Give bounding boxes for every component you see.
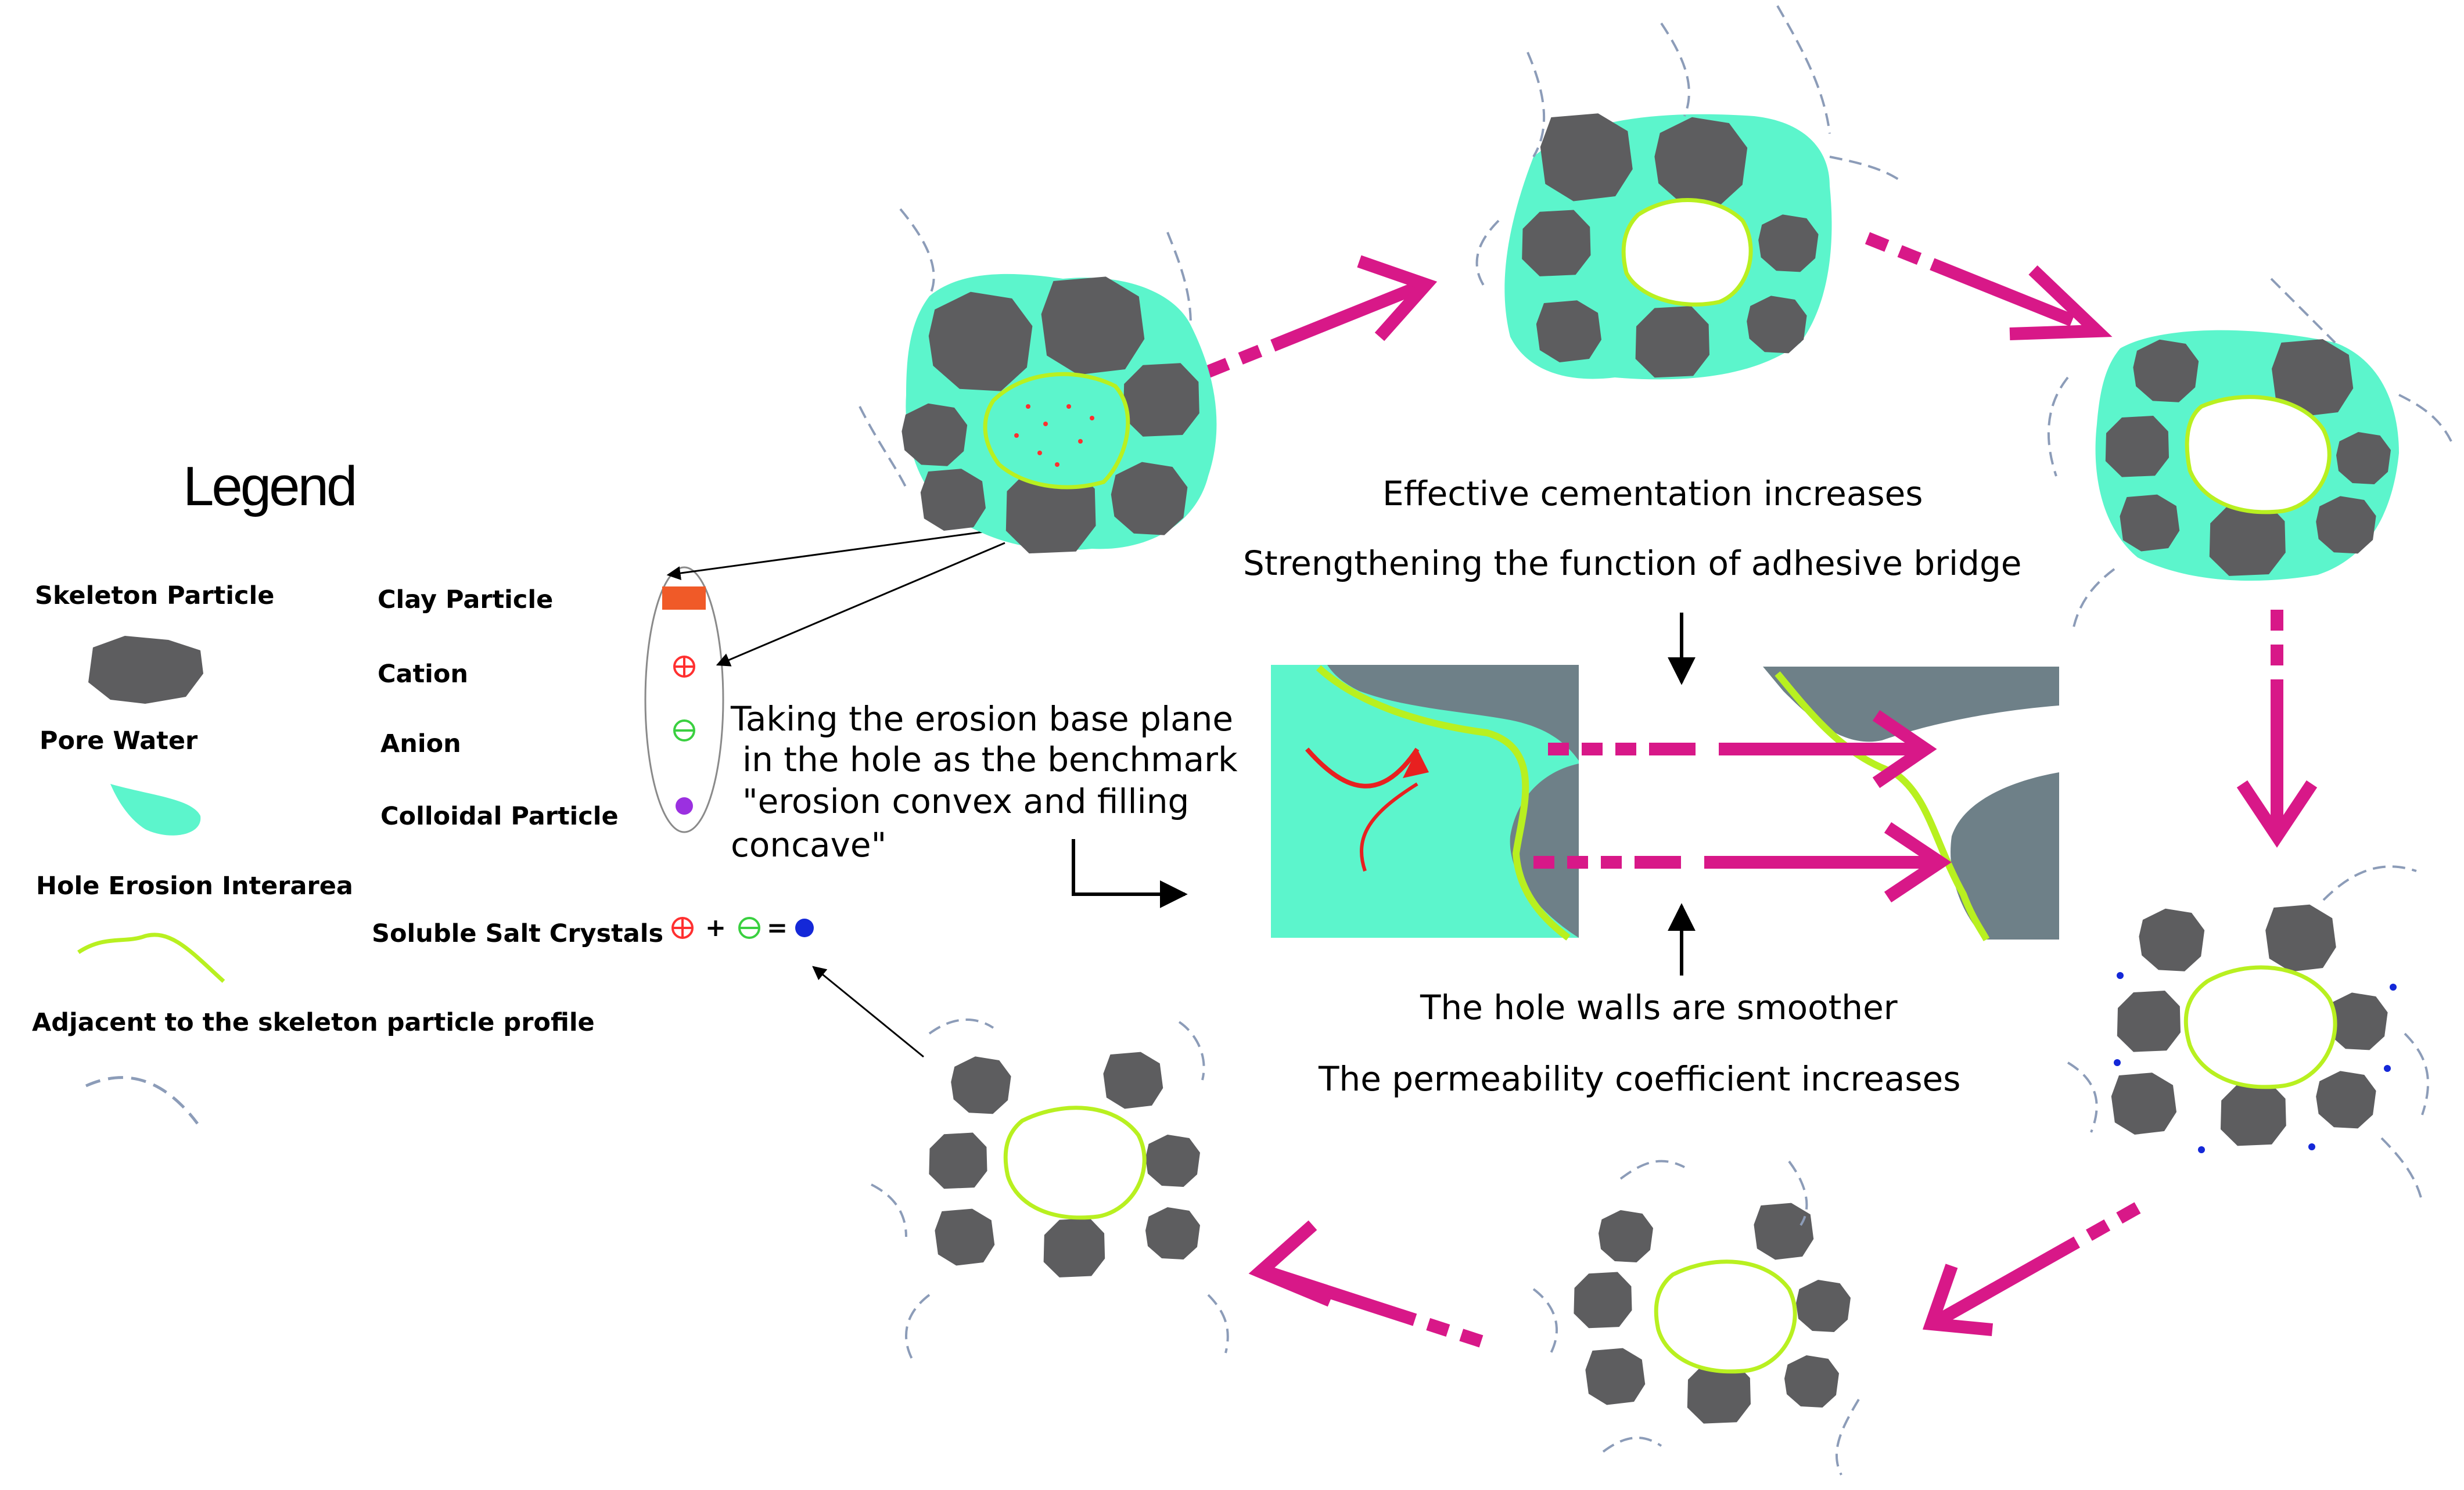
caption-permeability: The permeability coefficient increases <box>1318 1059 1960 1099</box>
profile-swatch <box>85 1076 199 1125</box>
caption-effective-cementation: Effective cementation increases <box>1382 474 1923 513</box>
legend-skeleton-label: Skeleton Particle <box>35 581 274 610</box>
erosion-direction-arrow <box>1305 747 1420 789</box>
cluster-stage-6 <box>929 1052 1200 1277</box>
cycle-arrow-2 <box>1865 232 2094 334</box>
skeleton-particle-swatch <box>88 636 203 704</box>
caption-adhesive-bridge: Strengthening the function of adhesive b… <box>1243 544 2021 583</box>
hole-stage-3 <box>2185 395 2332 514</box>
cluster-stage-3 <box>2095 330 2399 581</box>
pointer-line-cation <box>716 542 1005 667</box>
detail-panel-right <box>1763 667 2059 941</box>
caption-left-line4: concave" <box>731 825 886 865</box>
erosion-interarea-swatch <box>77 933 225 983</box>
legend-profile-label: Adjacent to the skeleton particle profil… <box>32 1008 595 1037</box>
legend-colloid-label: Colloidal Particle <box>380 802 619 831</box>
anion-symbol <box>673 719 695 742</box>
detail-panel-left <box>1271 665 1579 941</box>
legend: Legend Skeleton Particle Pore Water Hole… <box>32 455 1005 1125</box>
legend-cation-label: Cation <box>378 660 468 689</box>
caption-left-line1: Taking the erosion base plane <box>730 699 1233 739</box>
pointer-line-clay <box>666 530 988 580</box>
erosion-area-stage-1 <box>983 372 1130 490</box>
caption-left-line3: "erosion convex and filling <box>742 782 1189 821</box>
benchmark-elbow-arrow <box>1072 839 1188 908</box>
salt-equals-sign: = <box>767 913 788 942</box>
salt-crystal-symbol <box>795 919 814 937</box>
legend-symbol-capsule <box>644 566 724 833</box>
pore-water-swatch <box>110 784 201 836</box>
legend-salt-label: Soluble Salt Crystals <box>372 919 663 948</box>
hole-stage-5 <box>1654 1259 1797 1374</box>
hole-stage-6 <box>1003 1106 1147 1220</box>
salt-anion-symbol <box>738 917 760 939</box>
hole-stage-2 <box>1621 198 1753 307</box>
clay-particle-symbol <box>662 586 706 610</box>
hole-stage-4 <box>2183 965 2337 1089</box>
colloid-symbol <box>676 797 693 815</box>
cluster-stage-4 <box>2111 904 2397 1153</box>
cluster-stage-1 <box>901 273 1217 554</box>
profile-lines <box>859 5 2452 1475</box>
legend-hole-erosion-label: Hole Erosion Interarea <box>36 872 353 901</box>
salt-plus-sign: + <box>705 913 726 942</box>
legend-title: Legend <box>183 455 355 517</box>
cluster-stage-5 <box>1574 1203 1851 1424</box>
cycle-arrows <box>1205 232 2318 1348</box>
salt-cation-symbol <box>671 917 694 939</box>
legend-anion-label: Anion <box>380 729 461 758</box>
cation-symbol <box>673 656 695 678</box>
caption-left-line2: in the hole as the benchmark <box>742 740 1238 779</box>
cycle-arrow-1 <box>1205 281 1420 378</box>
legend-clay-label: Clay Particle <box>378 585 553 614</box>
pointer-line-salt <box>812 966 924 1058</box>
cluster-stage-2 <box>1504 113 1832 380</box>
cycle-arrow-4 <box>1934 1202 2141 1327</box>
legend-pore-water-label: Pore Water <box>39 726 198 755</box>
captions: Effective cementation increases Strength… <box>730 474 2021 1099</box>
caption-hole-walls: The hole walls are smoother <box>1420 988 1898 1027</box>
